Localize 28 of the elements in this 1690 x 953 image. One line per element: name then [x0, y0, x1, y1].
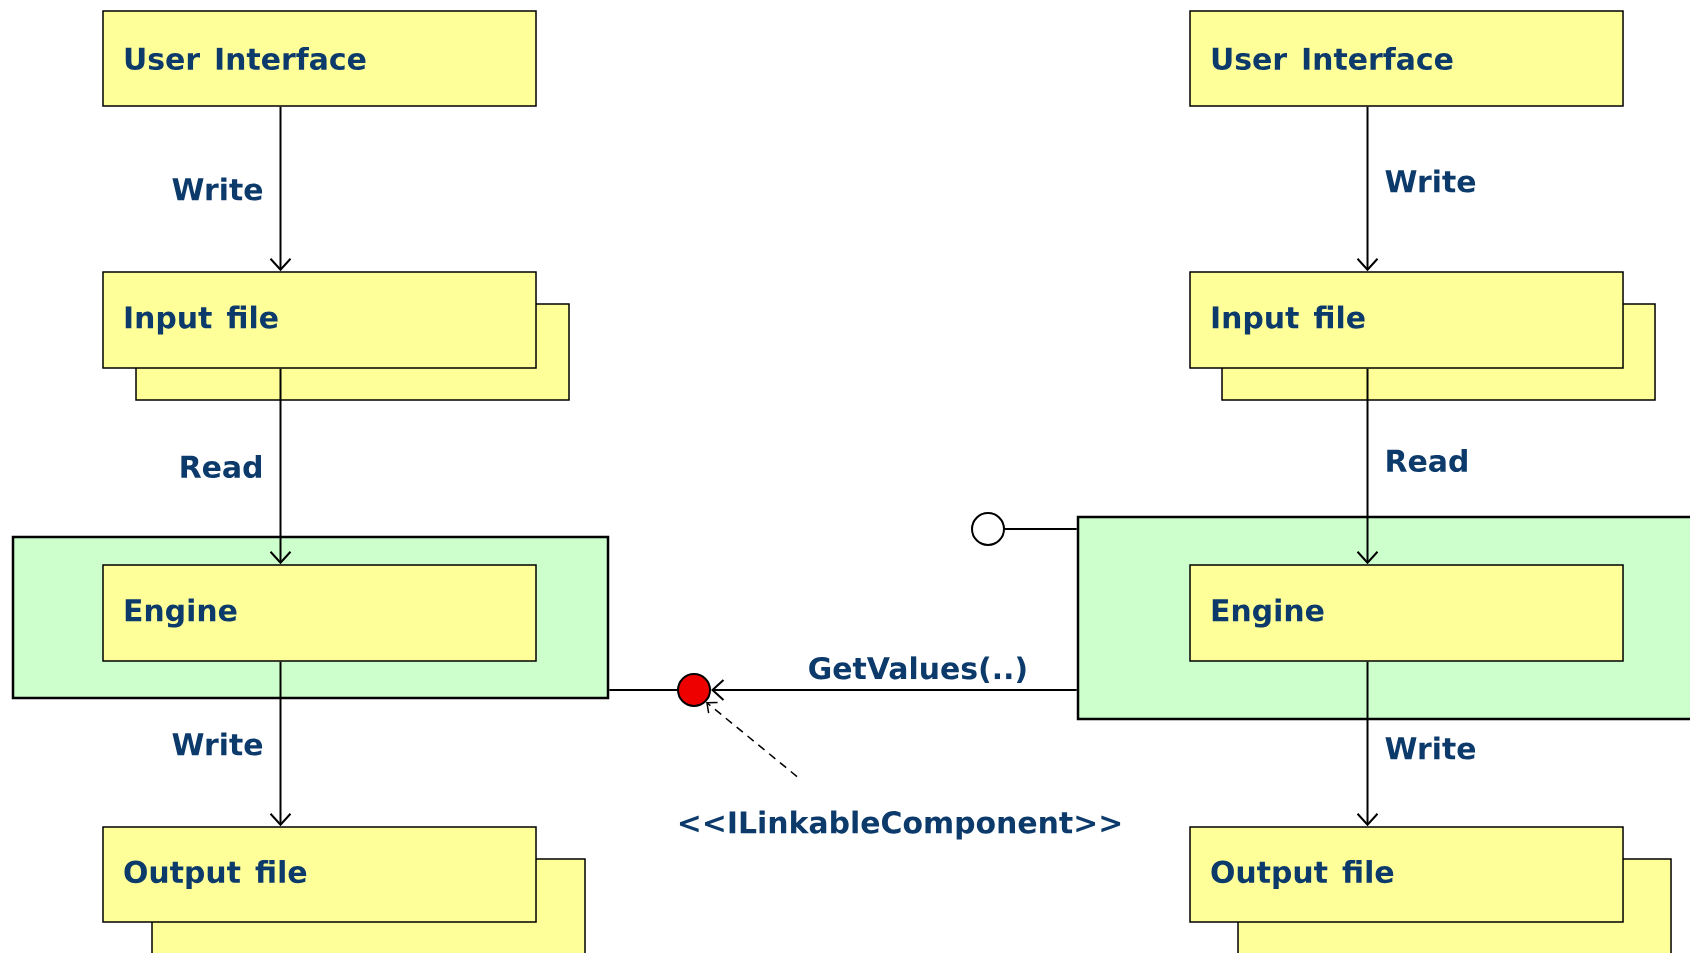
interface-circle	[971, 512, 1005, 546]
process-box: User Interface	[1189, 10, 1624, 107]
dashed-arrow	[706, 701, 798, 778]
edge-label: Read	[1387, 448, 1467, 473]
arrow	[1356, 105, 1379, 272]
file-box: Input file	[102, 271, 570, 401]
connector-line	[1004, 528, 1078, 530]
edge-label: GetValues(..)	[809, 656, 1026, 683]
edge-label: Write	[172, 177, 263, 201]
file-box: Input file	[1189, 271, 1656, 401]
edge-label: Write	[172, 732, 263, 756]
file-box: Output file	[1189, 826, 1672, 953]
process-box: Engine	[102, 564, 537, 662]
edge-label: Read	[181, 454, 261, 479]
arrow	[269, 367, 292, 565]
stereotype-label: <<ILinkableComponent>>	[679, 810, 1121, 840]
arrow	[269, 660, 292, 827]
arrow	[269, 105, 292, 272]
arrow	[1356, 660, 1379, 827]
arrow	[1356, 367, 1379, 565]
file-box: Output file	[102, 826, 586, 953]
port-circle	[677, 673, 711, 707]
process-box: User Interface	[102, 10, 537, 107]
edge-label: Write	[1385, 169, 1476, 193]
edge-label: Write	[1385, 736, 1476, 760]
connector-line	[608, 689, 678, 691]
process-box: Engine	[1189, 564, 1624, 662]
arrow	[711, 679, 1078, 701]
